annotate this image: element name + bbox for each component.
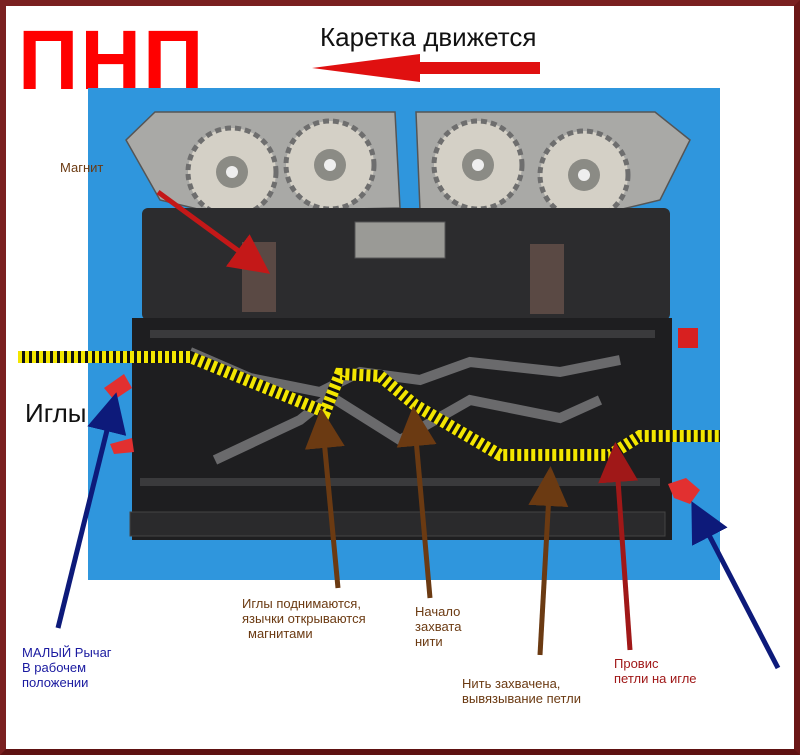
magnet-left [242, 242, 276, 312]
yarn-start-label: Начало захвата нити [415, 604, 462, 649]
gear [537, 128, 631, 222]
yarn-caught-arrow [528, 466, 569, 656]
yarn-caught-label: Нить захвачена, вывязывание петли [462, 676, 581, 706]
magnet-right [530, 244, 564, 314]
center-bracket [354, 221, 446, 259]
small-lever-label: МАЛЫЙ Рычаг В рабочем положении [22, 645, 112, 690]
yarn-start-arrow [396, 406, 437, 599]
small-lever-left-lower [110, 438, 134, 454]
small-lever-right-arrow [691, 501, 781, 670]
carriage-direction-label: Каретка движется [320, 22, 537, 52]
direction-arrow [312, 54, 540, 82]
gear [185, 125, 279, 219]
small-lever-left-arrow [55, 392, 127, 629]
magnet-label: Магнит [60, 160, 104, 175]
yarn-path-dashes [18, 351, 720, 461]
gear [431, 118, 525, 212]
magnet-arrow [156, 189, 271, 274]
needles-rise-label: Иглы поднимаются, язычки открываются маг… [242, 596, 366, 641]
small-lever-right [668, 478, 700, 504]
needles-label: Иглы [25, 398, 87, 428]
loop-sag-arrow [598, 442, 639, 651]
red-tab [678, 328, 698, 348]
needles-rise-arrow [304, 408, 345, 589]
loop-sag-label: Провис петли на игле [614, 656, 697, 686]
gear [283, 118, 377, 212]
carriage-main-body [132, 318, 672, 540]
